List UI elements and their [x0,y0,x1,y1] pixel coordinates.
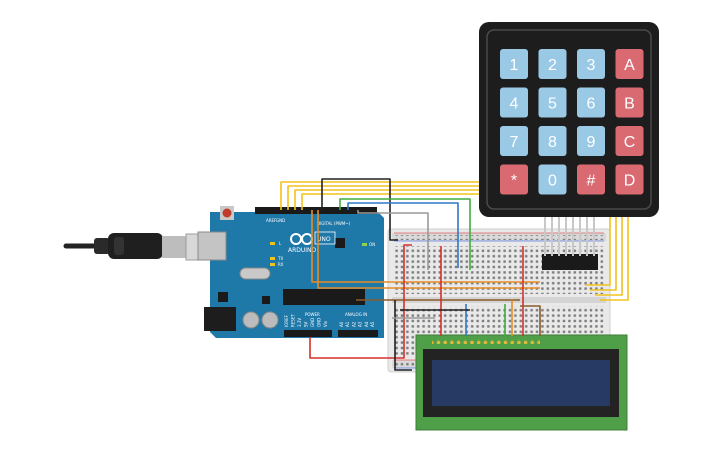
wire-yellow [301,193,489,210]
gnd-label: GND [276,218,285,223]
wire-yellow [585,216,611,286]
keypad-key-label: 2 [548,57,557,74]
keypad-key-9[interactable] [577,126,605,156]
wire-yellow [595,216,623,296]
power-pin-label: RESET [291,314,296,327]
power-pin-label: IOREF [284,314,289,327]
power-pin-label: Vin [323,320,328,327]
led-tx [270,257,275,260]
keypad-header [542,254,598,270]
keypad-key-label: 3 [587,57,596,74]
led-tx-label: TX [277,256,283,261]
keypad-key-2[interactable] [538,49,567,79]
capacitor [242,311,260,329]
keypad-key-8[interactable] [538,126,567,156]
wire-gray [357,210,429,270]
lcd-16x2[interactable] [415,334,628,431]
keypad-key-label: 8 [548,134,557,151]
led-rx [270,263,275,266]
wire-orange [311,210,540,283]
arduino-model: UNO [317,236,331,243]
analog-pin-label: A3 [358,321,363,327]
keypad-key-7[interactable] [500,126,528,156]
keypad-key-3[interactable] [577,49,605,79]
arduino-brand: ARDUINO [288,247,317,254]
wire-black [321,178,398,241]
power-pin-label: 5V [304,321,309,327]
wire-yellow [287,185,489,210]
keypad-key-label: 6 [587,96,596,113]
wire-yellow [590,216,617,291]
power-pin-label: GND [317,318,322,327]
digital-header[interactable] [255,207,377,214]
power-jack[interactable] [204,307,236,331]
keypad-key-label: A [624,57,635,74]
keypad-key-B[interactable] [615,87,644,118]
keypad-key-label: D [624,173,636,190]
keypad-key-6[interactable] [577,87,605,118]
analog-header[interactable] [338,330,378,337]
wires[interactable] [280,178,629,371]
keypad-key-label: * [511,173,517,190]
keypad-4x4[interactable]: 1 2 3 A 4 5 6 B 7 8 9 C * 0 # D [479,22,659,217]
analog-pin-label: A4 [364,321,369,327]
usb-cable-icon[interactable] [63,233,213,261]
wire-yellow [280,181,489,210]
wire-green [339,198,471,270]
led-l [270,242,275,245]
keypad-key-D[interactable] [615,164,644,195]
keypad-key-1[interactable] [500,49,528,79]
keypad-key-label: 7 [510,134,519,151]
lcd-screen [432,360,610,406]
arduino-uno-board[interactable]: ARDUINO UNO DIGITAL (PWM~) AREF GND L TX… [197,206,384,338]
power-pin-label: GND [310,318,315,327]
keypad-key-A[interactable] [615,49,644,79]
keypad-key-label: 0 [548,173,557,190]
wire-red [309,244,412,359]
wire-yellow [600,216,629,301]
led-rx-label: RX [278,262,284,267]
on-label: ON [369,242,375,247]
led-l-label: L [279,241,282,246]
digital-label: DIGITAL (PWM~) [317,221,351,226]
keypad-key-5[interactable] [538,87,567,118]
keypad-key-0[interactable] [538,164,567,195]
power-label: POWER [305,312,320,317]
analog-pin-label: A1 [345,321,350,327]
keypad-key-4[interactable] [500,87,528,118]
analog-pin-label: A0 [339,321,344,327]
wire-yellow [294,189,489,210]
keypad-key-label: 5 [548,96,557,113]
capacitor [261,311,279,329]
usb-port [197,231,227,261]
analog-pin-label: A2 [351,321,356,327]
crystal [239,267,271,280]
analog-label: ANALOG IN [345,312,367,317]
wire-black [394,300,412,371]
wire-orange [317,210,540,289]
keypad-key-label: # [587,173,596,190]
keypad-key-C[interactable] [615,126,644,156]
keypad-key-label: B [624,96,635,113]
led-on [362,243,367,246]
keypad-key-label: 1 [510,57,519,74]
keypad-key-#[interactable] [577,164,605,195]
power-header[interactable] [284,330,332,337]
aref-label: AREF [266,218,277,223]
wire-blue [347,202,459,268]
analog-pin-label: A5 [370,321,375,327]
keypad-key-label: 9 [587,134,596,151]
atmega-chip [283,289,365,305]
wire-brown [520,305,541,336]
keypad-key-*[interactable] [500,164,528,195]
power-pin-label: 3.3V [297,318,302,327]
keypad-key-label: 4 [510,96,519,113]
keypad-key-label: C [624,134,636,151]
